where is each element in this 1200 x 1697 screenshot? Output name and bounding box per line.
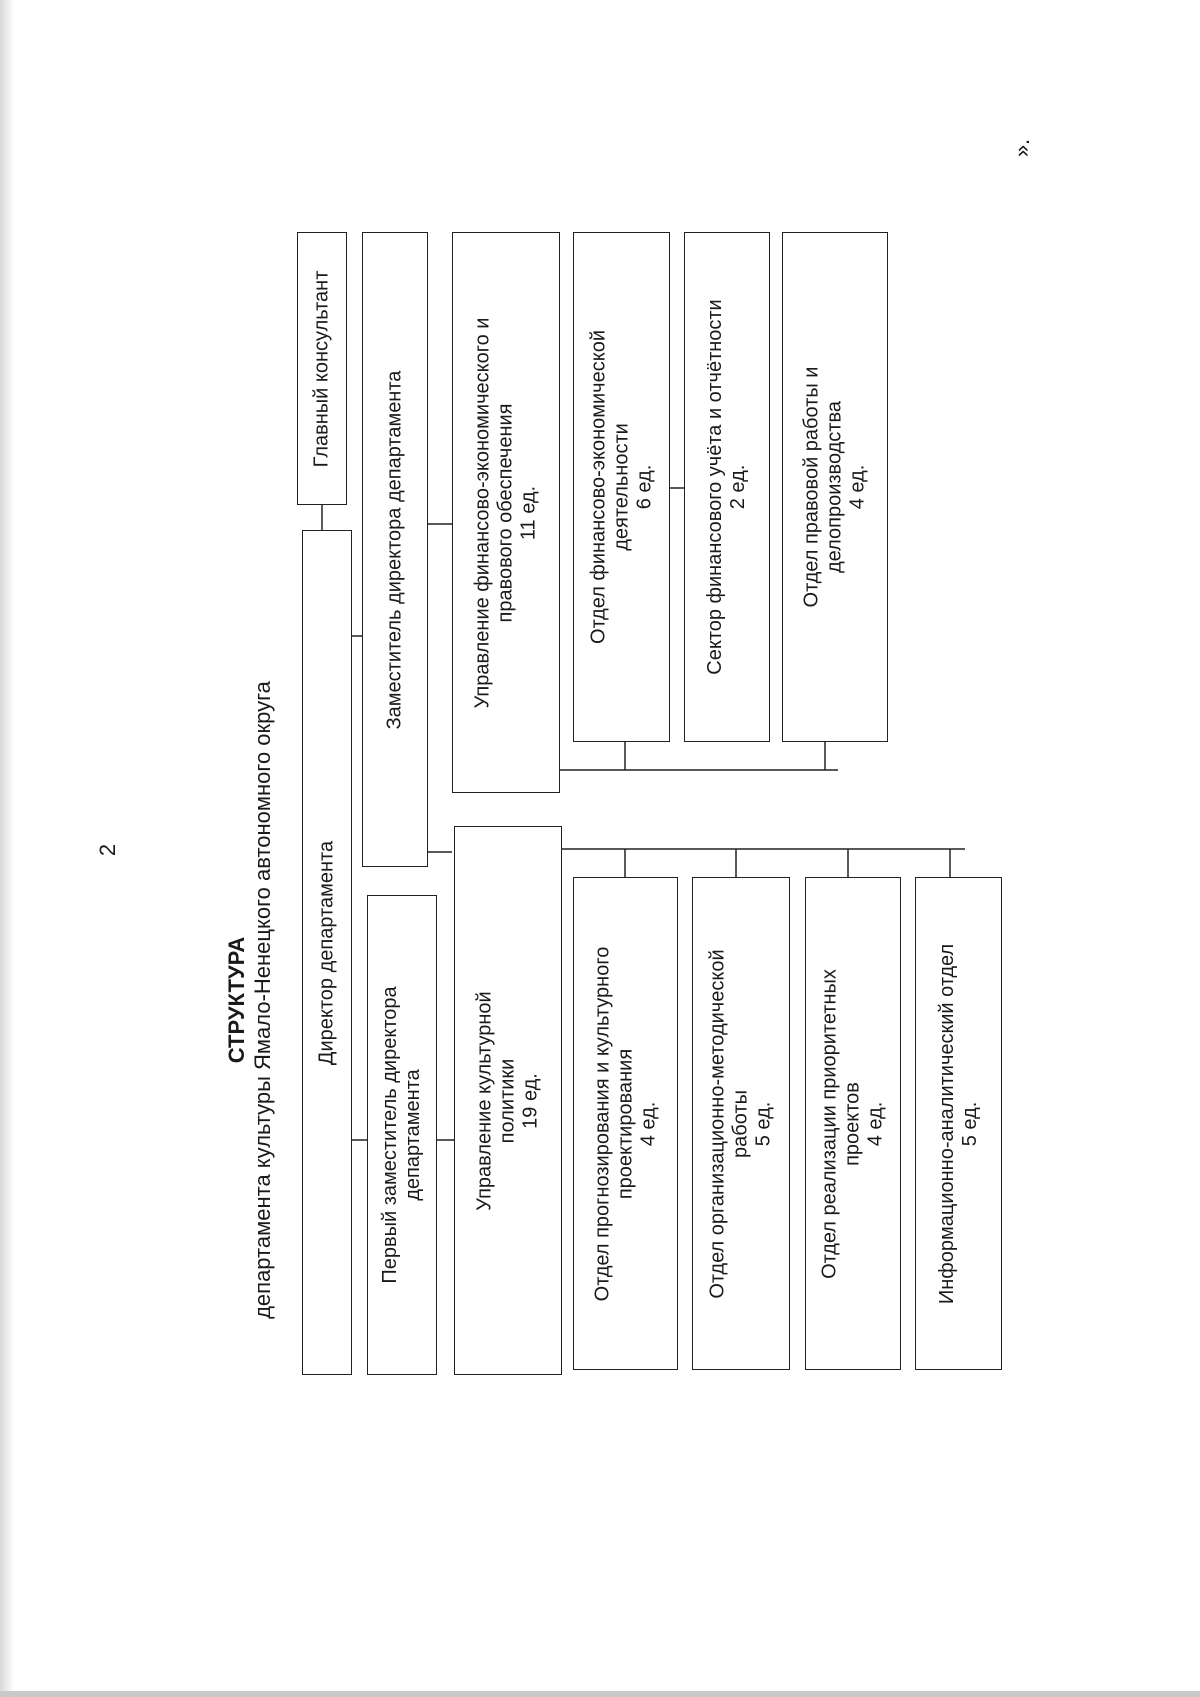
node-fin-accounting-label: Сектор финансового учёта и отчётности 2 … bbox=[704, 299, 749, 675]
node-deputy-label: Заместитель директора департамента bbox=[383, 370, 406, 729]
node-org-method-label: Отдел организационно-методической работы… bbox=[706, 948, 775, 1299]
node-cultural-policy: Управление культурной политики 19 ед. bbox=[454, 826, 562, 1375]
node-forecasting: Отдел прогнозирования и культурного прое… bbox=[573, 877, 678, 1370]
node-first-deputy-label: Первый заместитель директора департамент… bbox=[379, 986, 424, 1284]
node-finance-legal-label: Управление финансово-экономического и пр… bbox=[471, 317, 540, 708]
node-legal-records: Отдел правовой работы и делопроизводства… bbox=[782, 232, 888, 742]
node-director: Директор департамента bbox=[302, 530, 352, 1375]
node-deputy: Заместитель директора департамента bbox=[362, 232, 428, 867]
node-forecasting-label: Отдел прогнозирования и культурного прое… bbox=[591, 946, 659, 1301]
node-priority-projects-label: Отдел реализации приоритетных проектов 4… bbox=[818, 968, 887, 1279]
node-legal-records-label: Отдел правовой работы и делопроизводства… bbox=[800, 366, 869, 608]
node-chief-consultant: Главный консультант bbox=[297, 232, 347, 505]
scan-edge-bottom bbox=[0, 1691, 1200, 1697]
node-fin-econ-label: Отдел финансово-экономической деятельнос… bbox=[587, 330, 655, 644]
node-director-label: Директор департамента bbox=[315, 840, 338, 1065]
node-first-deputy: Первый заместитель директора департамент… bbox=[367, 895, 437, 1375]
node-cultural-policy-label: Управление культурной политики 19 ед. bbox=[473, 990, 542, 1211]
node-priority-projects: Отдел реализации приоритетных проектов 4… bbox=[805, 877, 901, 1370]
node-fin-accounting: Сектор финансового учёта и отчётности 2 … bbox=[684, 232, 770, 742]
node-info-analytic: Информационно-аналитический отдел 5 ед. bbox=[915, 877, 1002, 1370]
node-fin-econ: Отдел финансово-экономической деятельнос… bbox=[573, 232, 670, 742]
node-finance-legal: Управление финансово-экономического и пр… bbox=[452, 232, 560, 793]
scan-edge-left bbox=[0, 0, 14, 1697]
node-info-analytic-label: Информационно-аналитический отдел 5 ед. bbox=[935, 943, 981, 1304]
node-chief-consultant-label: Главный консультант bbox=[310, 270, 333, 467]
node-org-method: Отдел организационно-методической работы… bbox=[692, 877, 790, 1370]
